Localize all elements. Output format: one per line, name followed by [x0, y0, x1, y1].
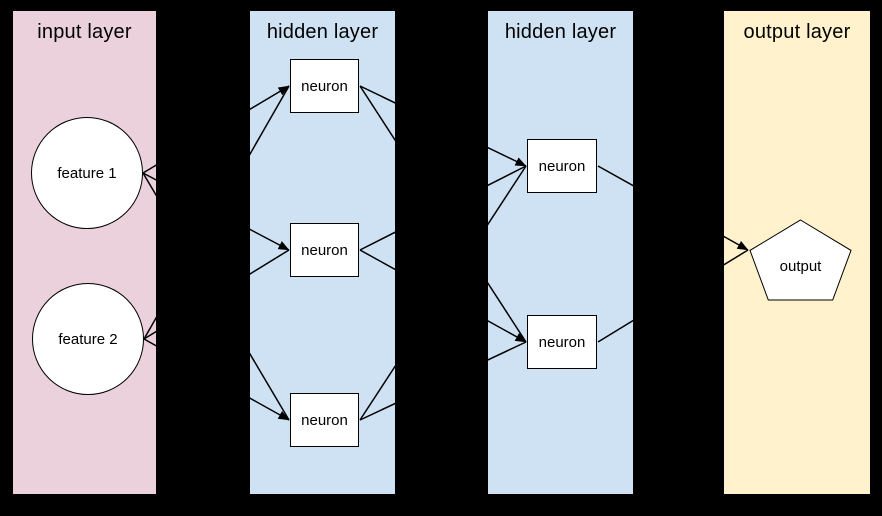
node-hidden2-neuron-2-label: neuron — [538, 333, 586, 351]
panel-hidden-layer-2: hidden layer — [488, 11, 633, 494]
node-output-pentagon: output — [749, 219, 852, 301]
node-hidden1-neuron-2: neuron — [290, 223, 359, 277]
node-hidden2-neuron-2: neuron — [527, 315, 597, 369]
node-output-label: output — [779, 257, 822, 275]
panel-input-layer: input layer — [13, 11, 156, 494]
node-hidden1-neuron-3: neuron — [290, 393, 359, 447]
node-hidden1-neuron-2-label: neuron — [301, 241, 348, 259]
node-hidden1-neuron-1-label: neuron — [301, 77, 348, 95]
node-feature-1-label: feature 1 — [57, 164, 117, 182]
output-layer-title: output layer — [743, 21, 851, 43]
input-layer-title: input layer — [37, 21, 132, 43]
pentagon-shape — [749, 219, 852, 301]
node-feature-2-label: feature 2 — [58, 330, 118, 348]
hidden-layer-1-title: hidden layer — [266, 21, 379, 43]
node-hidden2-neuron-1: neuron — [527, 139, 597, 193]
hidden-layer-2-title: hidden layer — [504, 21, 617, 43]
node-hidden2-neuron-1-label: neuron — [538, 157, 586, 175]
node-feature-2: feature 2 — [32, 283, 144, 395]
node-feature-1: feature 1 — [31, 117, 143, 229]
node-hidden1-neuron-1: neuron — [290, 59, 359, 113]
node-hidden1-neuron-3-label: neuron — [301, 411, 348, 429]
